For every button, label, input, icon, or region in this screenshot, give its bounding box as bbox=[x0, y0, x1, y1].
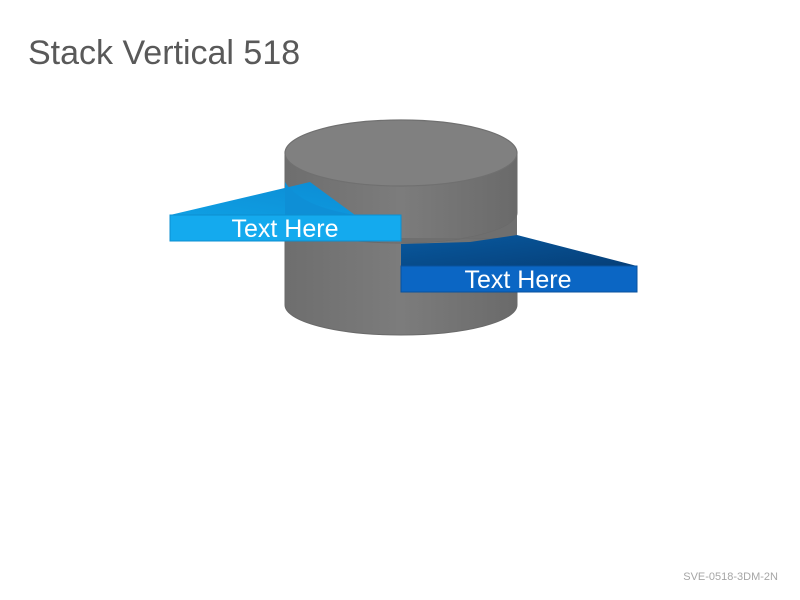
label-wing-left-arc bbox=[285, 182, 355, 215]
label-box-1 bbox=[169, 214, 402, 242]
label-text-2: Text Here bbox=[465, 266, 572, 294]
label-wing-right bbox=[401, 235, 637, 266]
label-box-2 bbox=[400, 265, 638, 293]
cylinder-notch-right bbox=[401, 213, 517, 243]
slide-code: SVE-0518-3DM-2N bbox=[683, 571, 778, 583]
label-text-1: Text Here bbox=[232, 215, 339, 243]
slide-title: Stack Vertical 518 bbox=[28, 34, 301, 72]
cylinder-top-cap bbox=[284, 119, 518, 187]
